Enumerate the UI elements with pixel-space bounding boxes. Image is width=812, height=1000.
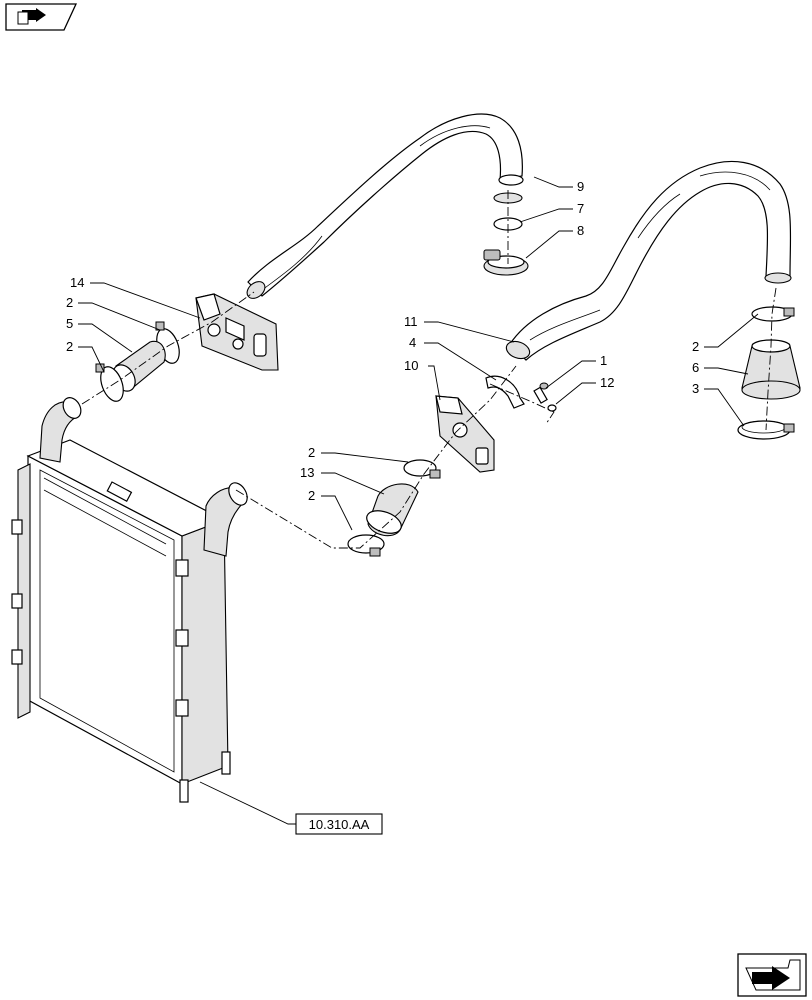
hose-clamp-mid-upper (403, 459, 441, 479)
callout-4: 4 (409, 335, 416, 350)
callout-12: 12 (600, 375, 614, 390)
callout-8: 8 (577, 223, 584, 238)
leader-lines (78, 176, 759, 825)
reference-link[interactable]: 10.310.AA (295, 813, 383, 835)
hose-clamp-right-lower (737, 420, 795, 440)
callout-2: 2 (308, 488, 315, 503)
charge-air-hose-right (505, 160, 792, 361)
callout-11: 11 (404, 314, 418, 329)
callout-10: 10 (404, 358, 418, 373)
assembly-lines (81, 190, 777, 549)
hose-clamp-mid-lower (347, 534, 385, 557)
callout-1: 1 (600, 353, 607, 368)
intercooler-inlet-pipe (39, 397, 82, 463)
callout-5: 5 (66, 316, 73, 331)
callout-6: 6 (692, 360, 699, 375)
intercooler-outlet-pipe (203, 482, 248, 557)
callout-2: 2 (692, 339, 699, 354)
callout-7: 7 (577, 201, 584, 216)
charge-air-hose-left (246, 113, 524, 299)
intercooler (11, 439, 231, 803)
support-clip (485, 375, 525, 409)
callout-3: 3 (692, 381, 699, 396)
callout-labels: 9 7 8 14 2 5 2 11 4 10 1 12 2 13 2 2 6 3 (66, 179, 699, 503)
callout-2: 2 (66, 295, 73, 310)
hose-sleeve-middle (366, 483, 419, 537)
reducer-sleeve (741, 339, 801, 400)
callout-14: 14 (70, 275, 84, 290)
hose-clamp-top (483, 249, 529, 276)
callout-9: 9 (577, 179, 584, 194)
bolt (533, 382, 549, 404)
book-arrow-icon[interactable] (5, 3, 78, 31)
callout-2: 2 (66, 339, 73, 354)
hose-clamp-right-upper (751, 306, 795, 322)
hose-bracket-right (435, 395, 495, 473)
hose-bracket-left (195, 293, 279, 371)
callout-13: 13 (300, 465, 314, 480)
hose-clamp-lower-left (95, 363, 124, 402)
callout-2: 2 (308, 445, 315, 460)
reference-label: 10.310.AA (309, 817, 370, 832)
washer (547, 404, 557, 412)
next-page-arrow-icon[interactable] (737, 953, 807, 997)
